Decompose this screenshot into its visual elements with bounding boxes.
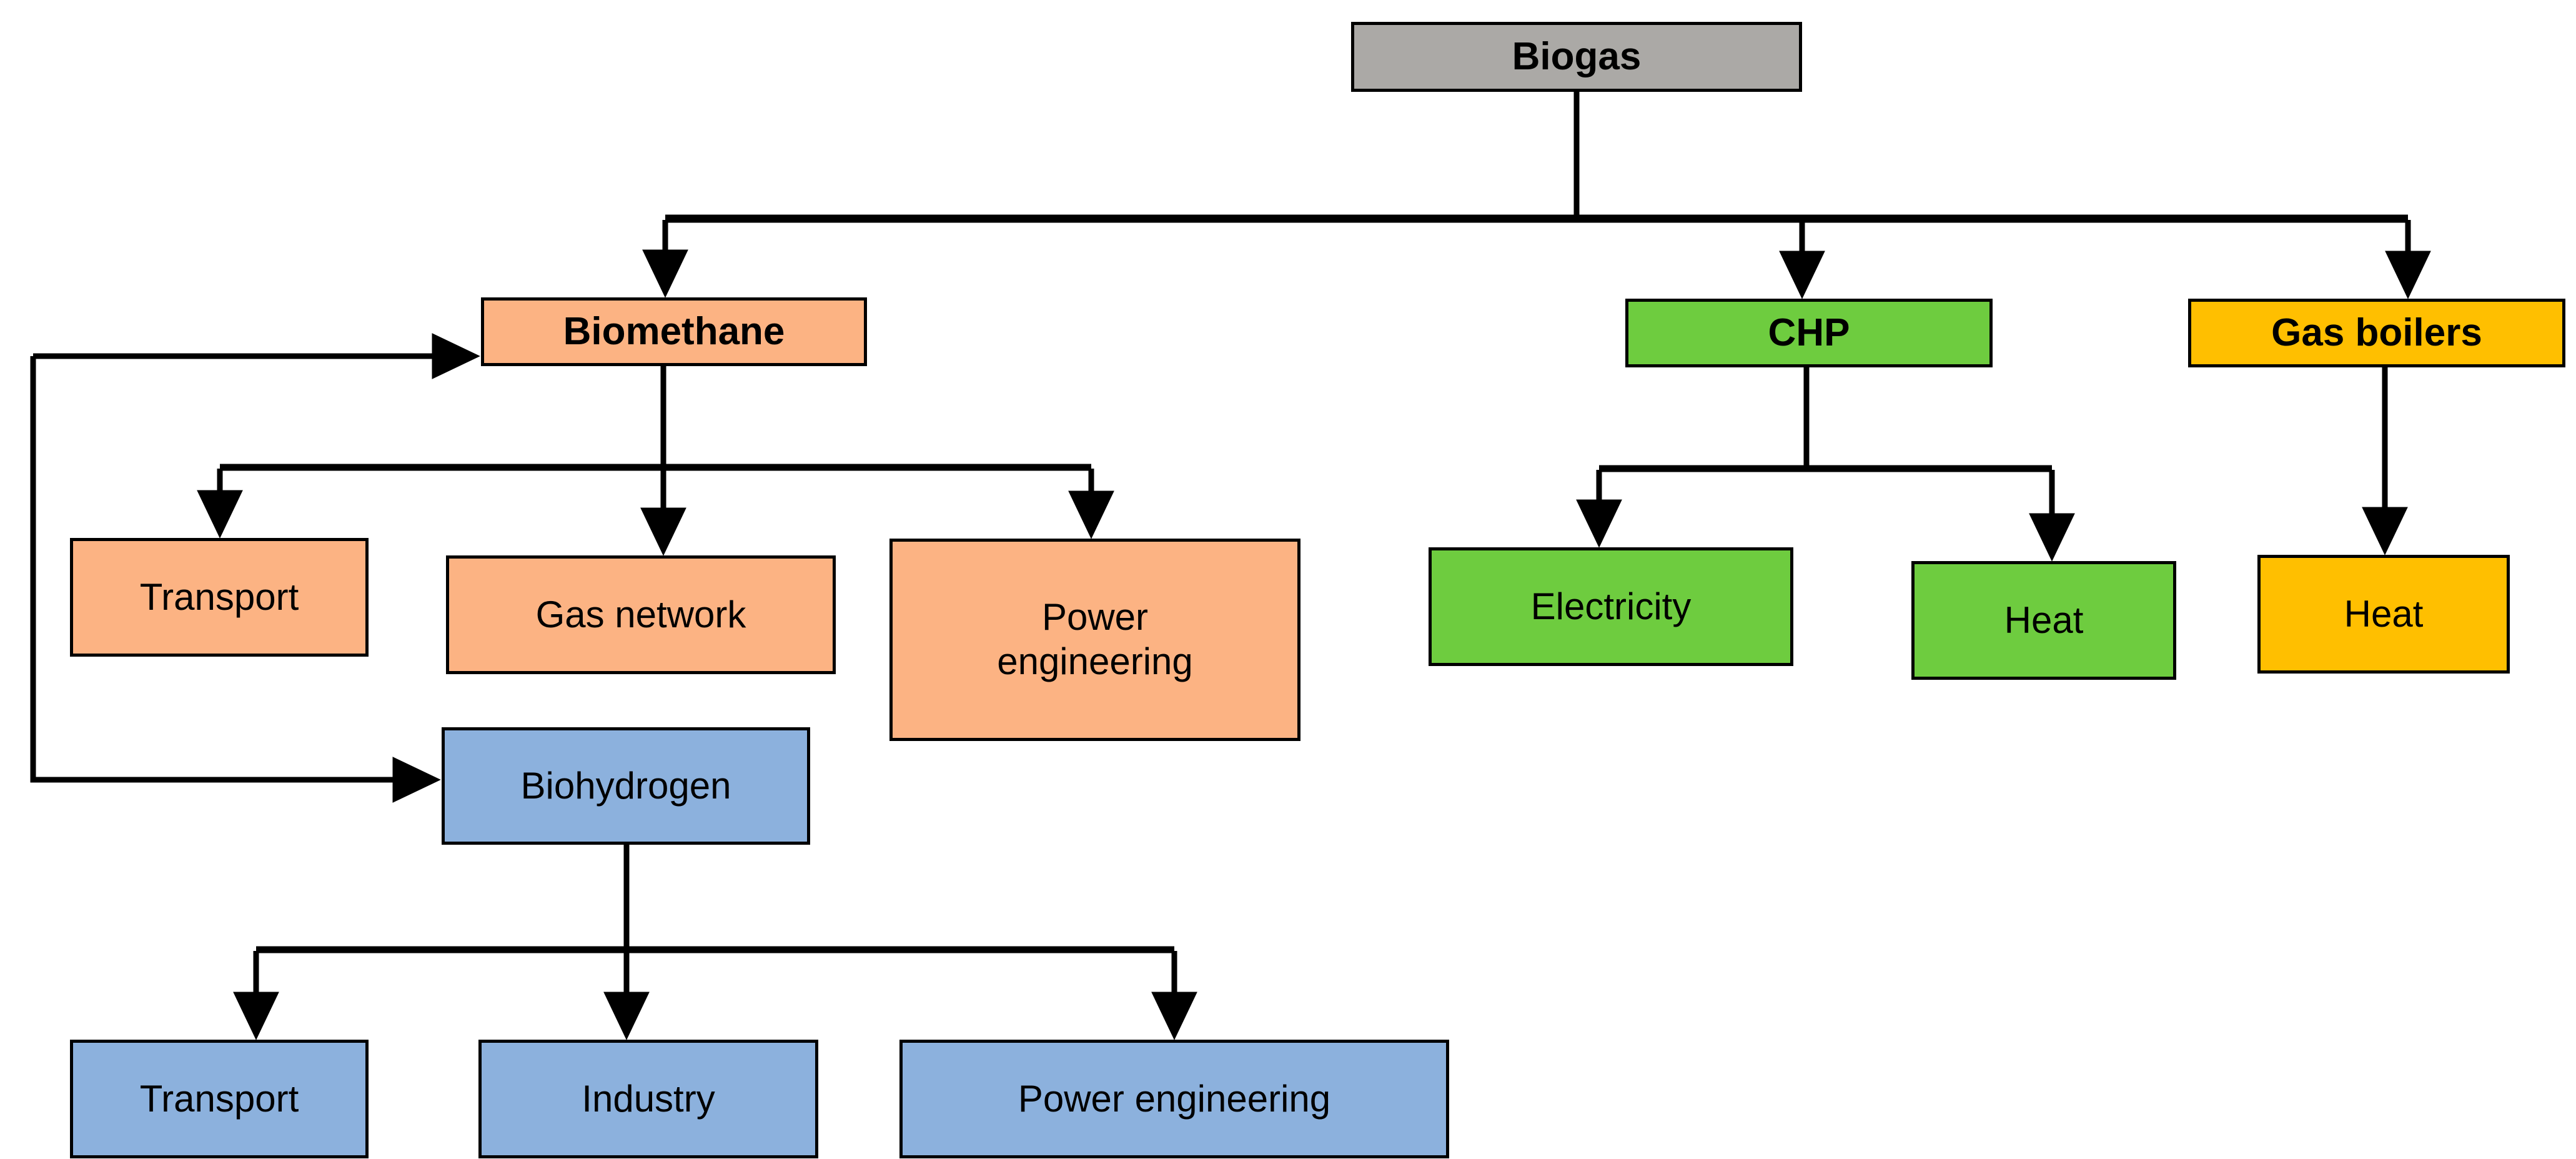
node-biogas[interactable]: Biogas	[1351, 22, 1802, 92]
node-gas-boilers-label: Gas boilers	[2271, 311, 2482, 355]
node-biohydrogen-industry-label: Industry	[582, 1077, 715, 1120]
node-biohydrogen-power-engineering[interactable]: Power engineering	[899, 1040, 1449, 1158]
node-biohydrogen-transport-label: Transport	[139, 1077, 299, 1120]
node-biomethane-gas-network-label: Gas network	[535, 593, 746, 635]
node-biohydrogen-industry[interactable]: Industry	[478, 1040, 818, 1158]
node-chp-heat[interactable]: Heat	[1911, 561, 2176, 680]
node-biohydrogen[interactable]: Biohydrogen	[442, 727, 810, 845]
node-biomethane-transport[interactable]: Transport	[70, 538, 369, 657]
node-biogas-label: Biogas	[1512, 35, 1642, 79]
node-gas-boilers-heat-label: Heat	[2344, 592, 2424, 635]
node-chp-electricity-label: Electricity	[1530, 585, 1692, 627]
node-gas-boilers[interactable]: Gas boilers	[2188, 299, 2565, 367]
node-biohydrogen-power-engineering-label: Power engineering	[1018, 1077, 1331, 1120]
node-biomethane-label: Biomethane	[563, 310, 785, 354]
node-chp-label: CHP	[1768, 311, 1850, 355]
node-biohydrogen-label: Biohydrogen	[520, 764, 731, 807]
node-biohydrogen-transport[interactable]: Transport	[70, 1040, 369, 1158]
node-chp-electricity[interactable]: Electricity	[1429, 547, 1793, 666]
node-chp[interactable]: CHP	[1625, 299, 1993, 367]
node-chp-heat-label: Heat	[2004, 599, 2084, 641]
node-biomethane[interactable]: Biomethane	[481, 297, 867, 366]
node-biomethane-gas-network[interactable]: Gas network	[446, 555, 836, 674]
node-gas-boilers-heat[interactable]: Heat	[2257, 555, 2510, 674]
node-biomethane-transport-label: Transport	[139, 575, 299, 618]
